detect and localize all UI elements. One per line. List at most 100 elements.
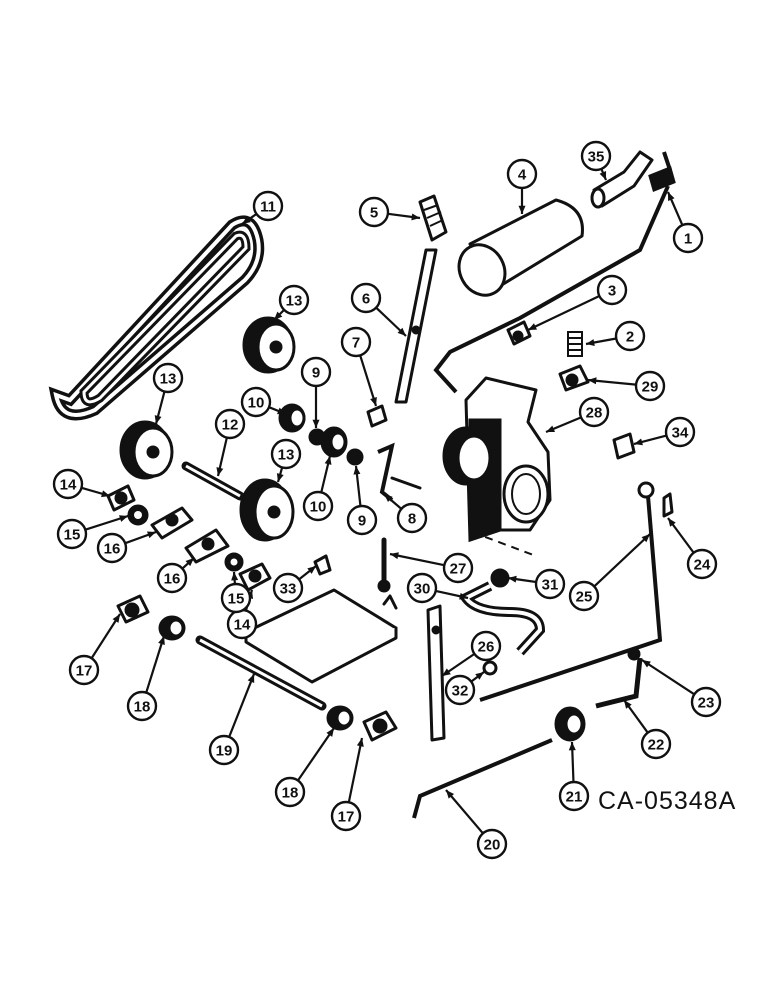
callout-arrowhead <box>446 790 455 799</box>
callout-32: 32 <box>444 671 485 706</box>
callout-circle <box>558 780 590 812</box>
part-9-nut-lower <box>346 448 364 466</box>
part-23-end <box>627 647 641 661</box>
part-9-nut-upper <box>308 428 326 446</box>
callout-arrowhead <box>312 419 320 428</box>
callout-number: 17 <box>338 809 355 826</box>
dashed-guide <box>471 531 537 557</box>
callout-arrowhead <box>668 192 675 201</box>
callout-number: 17 <box>76 663 93 680</box>
callout-number: 7 <box>352 335 360 352</box>
callout-leader-line <box>641 659 695 696</box>
callout-9: 9 <box>300 356 332 428</box>
callout-arrowhead <box>147 531 156 539</box>
callout-arrowhead <box>588 377 597 385</box>
part-7-bracket <box>366 404 388 428</box>
callout-number: 15 <box>64 527 81 544</box>
callout-9: 9 <box>346 465 378 536</box>
callout-10: 10 <box>240 386 287 418</box>
part-12-shaft <box>181 461 245 501</box>
callout-arrowhead <box>546 425 555 433</box>
callout-number: 4 <box>518 167 527 184</box>
callout-24: 24 <box>667 517 718 580</box>
callout-33: 33 <box>272 565 317 604</box>
callout-1: 1 <box>666 191 704 254</box>
callout-22: 22 <box>623 699 672 760</box>
callout-number: 9 <box>312 365 320 382</box>
callout-number: 13 <box>278 447 295 464</box>
callout-31: 31 <box>507 568 566 600</box>
part-2-spring <box>567 331 583 357</box>
callout-number: 2 <box>626 329 634 346</box>
part-16-bracket-right <box>184 528 230 564</box>
part-18-bushing-left <box>158 615 186 641</box>
callout-18: 18 <box>126 635 166 722</box>
callout-number: 30 <box>414 581 431 598</box>
part-6-lever-arm <box>394 248 438 404</box>
callout-circle <box>596 274 628 306</box>
part-14-flange-right <box>238 562 272 592</box>
callout-circle <box>220 582 252 614</box>
callout-circle <box>614 320 646 352</box>
callout-arrowhead <box>119 515 128 522</box>
callout-number: 14 <box>60 477 77 494</box>
callout-number: 29 <box>642 379 659 396</box>
callout-circle <box>126 690 158 722</box>
callout-circle <box>300 356 332 388</box>
callout-16: 16 <box>156 557 195 594</box>
part-8-link <box>377 442 422 502</box>
callout-18: 18 <box>274 727 335 808</box>
callout-12: 12 <box>214 408 246 477</box>
callout-number: 8 <box>408 511 416 528</box>
part-15-bearing-right <box>224 552 244 572</box>
callout-number: 34 <box>672 425 689 442</box>
callout-number: 6 <box>362 291 370 308</box>
callout-number: 13 <box>286 293 303 310</box>
callout-number: 9 <box>358 513 366 530</box>
callout-3: 3 <box>527 274 628 331</box>
callout-arrowhead <box>353 466 361 475</box>
part-1-clip <box>648 151 676 193</box>
callout-number: 12 <box>222 417 239 434</box>
part-29-valve <box>558 364 590 392</box>
callout-circle <box>330 800 362 832</box>
callout-circle <box>56 518 88 550</box>
callout-arrowhead <box>112 614 120 623</box>
callout-5: 5 <box>358 196 421 228</box>
callout-7: 7 <box>340 326 378 407</box>
callout-arrowhead <box>276 473 284 482</box>
callout-number: 16 <box>104 541 121 558</box>
callout-number: 18 <box>282 785 299 802</box>
callout-number: 35 <box>588 149 605 166</box>
callout-13: 13 <box>273 284 310 321</box>
callout-circle <box>686 548 718 580</box>
callout-arrowhead <box>442 668 451 676</box>
part-25-rod <box>479 481 663 702</box>
callout-arrowhead <box>247 674 255 683</box>
callout-arrowhead <box>390 552 399 560</box>
callout-arrowhead <box>568 742 576 751</box>
callout-number: 5 <box>370 205 378 222</box>
callout-arrowhead <box>459 592 468 600</box>
callout-leader-line <box>359 355 378 407</box>
callout-leader-line <box>90 613 121 659</box>
callout-leader-line <box>228 673 256 738</box>
part-19-cross-shaft <box>195 635 327 711</box>
callout-2: 2 <box>585 320 646 352</box>
part-27-pin <box>377 537 391 593</box>
part-4-cylinder <box>457 198 584 297</box>
callout-arrowhead <box>101 490 110 498</box>
callout-arrowhead <box>274 311 283 320</box>
callout-number: 13 <box>160 371 177 388</box>
callout-number: 15 <box>228 591 245 608</box>
callout-26: 26 <box>441 630 502 677</box>
part-26-bar <box>426 604 446 742</box>
callout-arrowhead <box>508 575 517 583</box>
callout-number: 18 <box>134 699 151 716</box>
callout-circle <box>396 502 428 534</box>
callout-number: 16 <box>164 571 181 588</box>
callout-circle <box>672 222 704 254</box>
callout-number: 10 <box>248 395 265 412</box>
callout-circle <box>68 654 100 686</box>
callout-number: 26 <box>478 639 495 656</box>
